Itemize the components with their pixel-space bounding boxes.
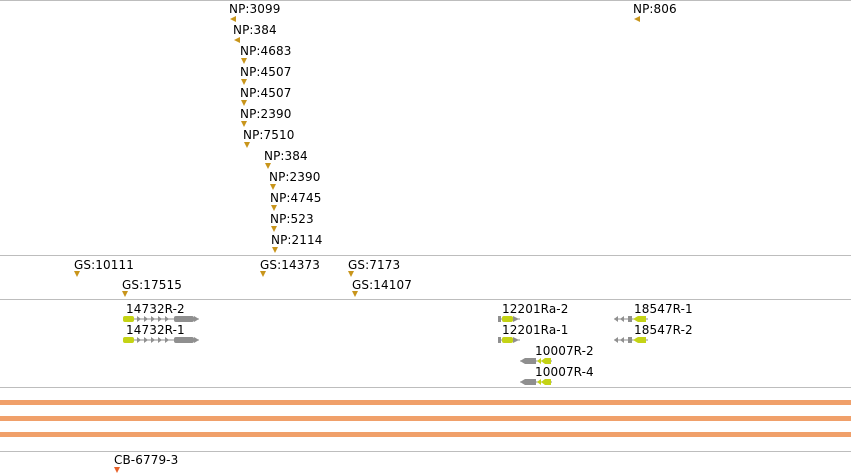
gs-feature-label: GS:14107 [352, 278, 412, 292]
insertion-marker-icon [348, 271, 354, 277]
track-separator [0, 299, 851, 300]
insertion-marker-icon [241, 100, 247, 106]
np-feature-label: NP:4507 [240, 65, 292, 79]
np-feature-label: NP:3099 [229, 2, 281, 16]
insertion-marker-icon [241, 121, 247, 127]
insertion-marker-icon [260, 271, 266, 277]
np-feature-label: NP:2114 [271, 233, 323, 247]
track-separator [0, 255, 851, 256]
gene-model-label: 14732R-2 [126, 302, 185, 316]
insertion-marker-icon [122, 291, 128, 297]
np-feature-label: NP:384 [233, 23, 277, 37]
gene-model-label: 18547R-2 [634, 323, 693, 337]
gene-structure-icon [614, 316, 648, 322]
insertion-marker-icon [634, 16, 640, 22]
insertion-marker-icon [244, 142, 250, 148]
np-feature-label: NP:523 [270, 212, 314, 226]
np-feature-label: NP:384 [264, 149, 308, 163]
insertion-marker-icon [230, 16, 236, 22]
insertion-marker-icon [241, 79, 247, 85]
insertion-marker-icon [271, 205, 277, 211]
insertion-marker-icon [272, 247, 278, 253]
gene-structure-icon [520, 379, 552, 385]
np-feature-label: NP:2390 [240, 107, 292, 121]
np-feature-label: NP:4507 [240, 86, 292, 100]
gs-feature-label: GS:14373 [260, 258, 320, 272]
gs-feature-label: GS:7173 [348, 258, 401, 272]
np-feature-label: NP:806 [633, 2, 677, 16]
insertion-marker-icon [270, 184, 276, 190]
gene-model-label: 10007R-4 [535, 365, 594, 379]
insertion-marker-icon [265, 163, 271, 169]
gene-structure-icon [123, 316, 199, 322]
sequence-bar [0, 400, 851, 405]
clone-marker-icon [114, 467, 120, 473]
gene-model-label: 14732R-1 [126, 323, 185, 337]
gene-structure-icon [614, 337, 648, 343]
insertion-marker-icon [271, 226, 277, 232]
gene-model-label: 12201Ra-2 [502, 302, 569, 316]
sequence-bar [0, 432, 851, 437]
track-separator [0, 451, 851, 452]
np-feature-label: NP:2390 [269, 170, 321, 184]
np-feature-label: NP:4683 [240, 44, 292, 58]
np-feature-label: NP:4745 [270, 191, 322, 205]
track-separator [0, 387, 851, 388]
gene-structure-icon [123, 337, 199, 343]
gene-model-label: 12201Ra-1 [502, 323, 569, 337]
gs-feature-label: GS:17515 [122, 278, 182, 292]
insertion-marker-icon [352, 291, 358, 297]
sequence-bar [0, 416, 851, 421]
insertion-marker-icon [74, 271, 80, 277]
insertion-marker-icon [241, 58, 247, 64]
gene-model-label: 10007R-2 [535, 344, 594, 358]
gene-structure-icon [498, 316, 520, 322]
np-feature-label: NP:7510 [243, 128, 295, 142]
clone-feature-label: CB-6779-3 [114, 453, 179, 467]
track-separator [0, 0, 851, 1]
gene-structure-icon [498, 337, 520, 343]
gs-feature-label: GS:10111 [74, 258, 134, 272]
gene-model-label: 18547R-1 [634, 302, 693, 316]
gene-structure-icon [520, 358, 552, 364]
insertion-marker-icon [234, 37, 240, 43]
